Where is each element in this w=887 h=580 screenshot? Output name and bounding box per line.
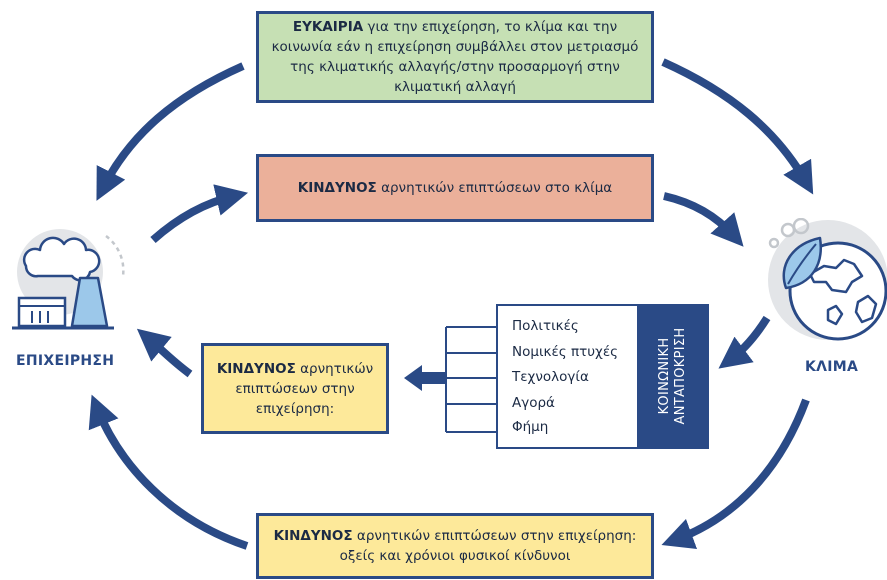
response-connector (445, 326, 500, 433)
arrow-response-to-business-risk (404, 365, 447, 391)
arrow-business-risk-to-business (136, 328, 193, 378)
business-risk-description: αρνητικών επιπτώσεων στην επιχείρηση: (235, 360, 374, 417)
arrow-climate-to-physical-risk (661, 398, 810, 549)
business-risk-keyword: ΚΙΝΔΥΝΟΣ (216, 360, 296, 377)
social-response-title-bar (637, 304, 709, 449)
response-item-reputation: Φήμη (512, 419, 549, 435)
business-label: ΕΠΙΧΕΙΡΗΣΗ (16, 353, 115, 369)
social-response-title-line1: ΚΟΙΝΩΝΙΚΗ (657, 337, 672, 415)
business-risk-box: ΚΙΝΔΥΝΟΣ αρνητικών επιπτώσεων στην επιχε… (201, 343, 389, 434)
arrow-physical-risk-to-business (88, 394, 249, 550)
social-response-title-line2: ΑΝΤΑΠΟΚΡΙΣΗ (673, 327, 688, 425)
opportunity-keyword: ΕΥΚΑΙΡΙΑ (292, 19, 364, 35)
climate-label: ΚΛΙΜΑ (805, 359, 859, 375)
physical-risk-keyword: ΚΙΝΔΥΝΟΣ (273, 528, 353, 544)
arrow-opportunity-to-business (96, 62, 245, 201)
physical-risk-description: αρνητικών επιπτώσεων στην επιχείρηση: οξ… (339, 528, 637, 564)
climate-risk-box: ΚΙΝΔΥΝΟΣ αρνητικών επιπτώσεων στο κλίμα (256, 154, 654, 222)
arrow-climate-risk-to-climate (663, 192, 744, 247)
response-item-legal: Νομικές πτυχές (512, 344, 619, 360)
response-item-market: Αγορά (512, 395, 555, 411)
physical-risk-box: ΚΙΝΔΥΝΟΣ αρνητικών επιπτώσεων στην επιχε… (256, 513, 654, 579)
physical-risk-text: ΚΙΝΔΥΝΟΣ αρνητικών επιπτώσεων στην επιχε… (269, 526, 641, 566)
response-item-technology: Τεχνολογία (512, 369, 589, 385)
response-item-policies: Πολιτικές (512, 318, 579, 334)
opportunity-text: ΕΥΚΑΙΡΙΑ για την επιχείρηση, το κλίμα κα… (269, 17, 641, 97)
arrow-opportunity-to-climate (661, 58, 814, 195)
earth-leaf-icon (768, 218, 887, 341)
arrow-business-to-climate-risk (150, 184, 249, 243)
social-response-title: ΚΟΙΝΩΝΙΚΗ ΑΝΤΑΠΟΚΡΙΣΗ (657, 328, 689, 425)
climate-risk-keyword: ΚΙΝΔΥΝΟΣ (297, 180, 377, 196)
climate-risk-text: ΚΙΝΔΥΝΟΣ αρνητικών επιπτώσεων στο κλίμα (298, 178, 612, 198)
climate-risk-description: αρνητικών επιπτώσεων στο κλίμα (376, 180, 613, 196)
opportunity-description: για την επιχείρηση, το κλίμα και την κοι… (271, 19, 639, 95)
factory-icon (12, 229, 125, 330)
business-risk-text: ΚΙΝΔΥΝΟΣ αρνητικών επιπτώσεων στην επιχε… (214, 359, 376, 419)
opportunity-box: ΕΥΚΑΙΡΙΑ για την επιχείρηση, το κλίμα κα… (256, 11, 654, 103)
arrow-climate-to-response (718, 315, 771, 369)
